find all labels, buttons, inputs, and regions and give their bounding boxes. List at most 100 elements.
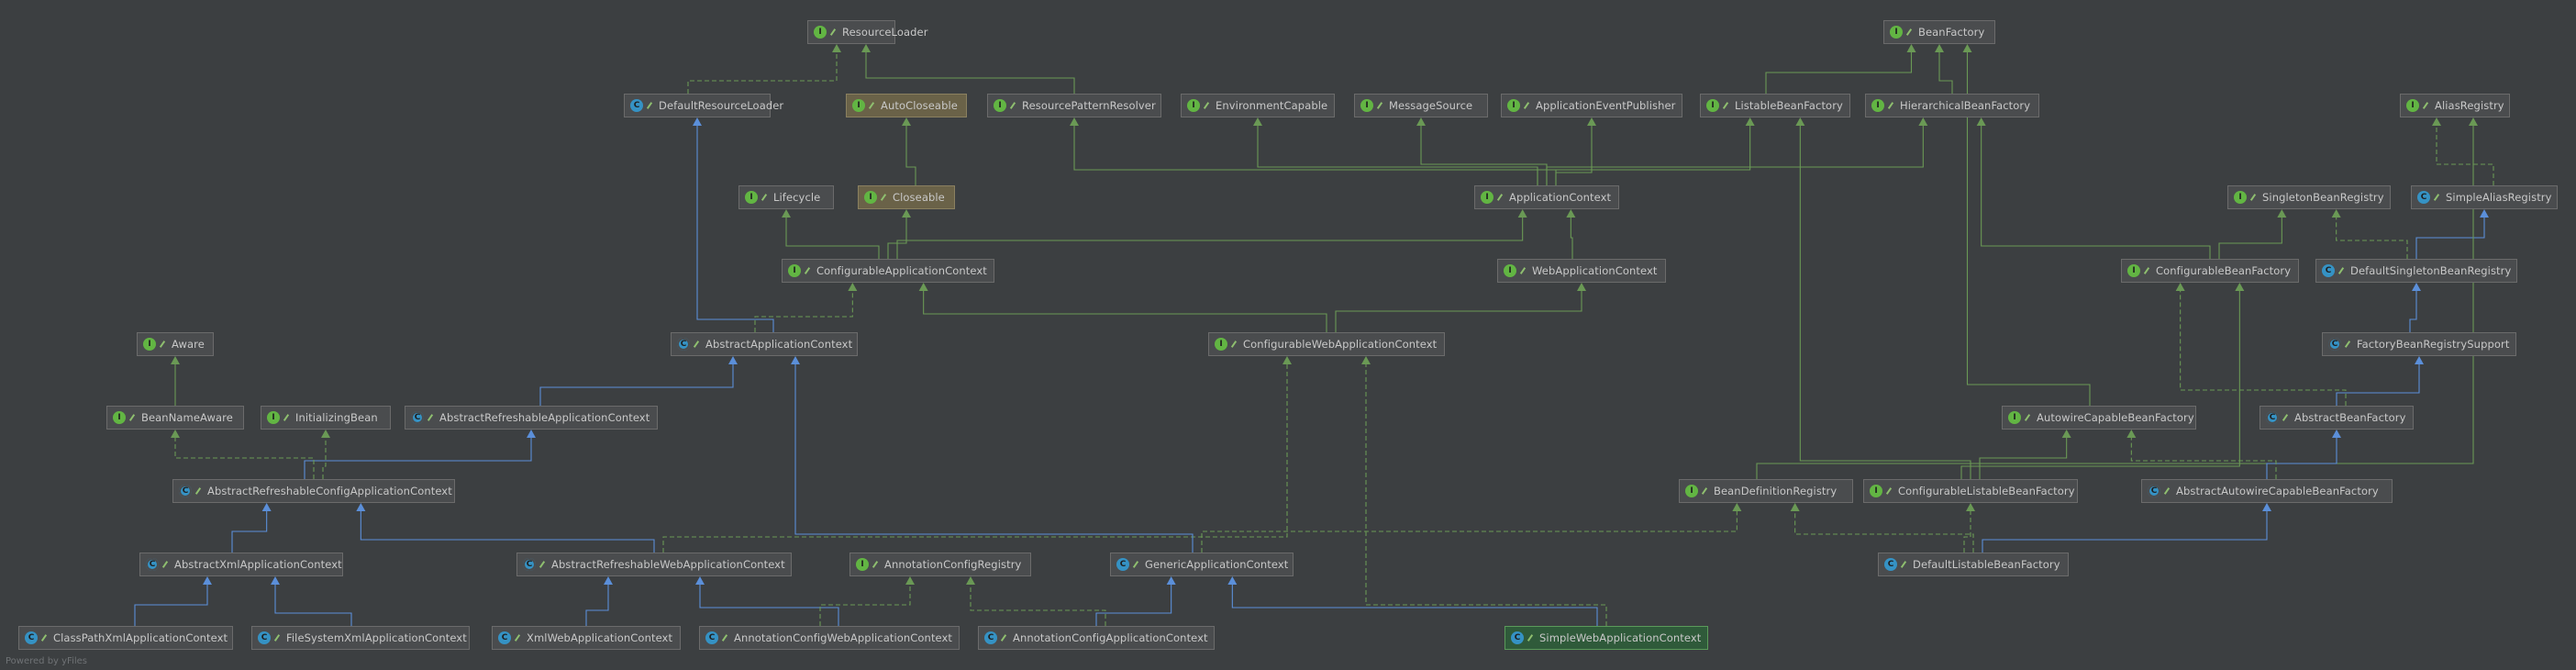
edge-default-listable-bean-factory-to-abstract-autowire-capable-bean-factory	[1982, 511, 2268, 553]
interface-icon: I	[1685, 485, 1698, 497]
abstract-class-icon: C	[179, 485, 192, 497]
abstract-class-icon: C	[2266, 411, 2279, 424]
abstract-class-icon: C	[2148, 485, 2160, 497]
public-visibility-icon	[868, 101, 875, 110]
interface-icon: I	[1360, 99, 1373, 112]
edge-abstract-xml-application-context-to-abstract-refreshable-config-application-context	[231, 511, 268, 553]
edge-web-application-context-to-application-context	[1570, 218, 1573, 259]
edge-abstract-refreshable-config-application-context-to-initializing-bean	[322, 438, 327, 479]
edge-default-listable-bean-factory-to-bean-definition-registry	[1794, 511, 1974, 553]
edge-file-system-xml-application-context-to-abstract-xml-application-context	[274, 585, 352, 626]
node-label: ResourceLoader	[842, 26, 928, 39]
public-visibility-icon	[514, 633, 521, 642]
node-label: ApplicationContext	[1509, 191, 1612, 204]
interface-icon: I	[1504, 264, 1516, 277]
interface-icon: I	[856, 558, 869, 571]
edge-abstract-bean-factory-to-factory-bean-registry-support	[2336, 364, 2420, 406]
class-icon: C	[630, 99, 643, 112]
public-visibility-icon	[194, 486, 202, 496]
public-visibility-icon	[2282, 413, 2289, 422]
node-label: AnnotationConfigApplicationContext	[1013, 631, 1208, 644]
arrowhead	[2061, 430, 2071, 438]
arrowhead	[1790, 503, 1800, 511]
arrowhead	[728, 356, 738, 364]
node-label: BeanNameAware	[141, 411, 233, 424]
node-label: SimpleWebApplicationContext	[1539, 631, 1702, 644]
arrowhead	[966, 576, 975, 585]
edge-simple-alias-registry-to-alias-registry	[2436, 126, 2494, 185]
interface-icon: I	[2406, 99, 2419, 112]
node-label: AbstractRefreshableWebApplicationContext	[551, 558, 785, 571]
edge-application-context-to-environment-capable	[1257, 126, 1538, 185]
arrowhead	[1227, 576, 1238, 585]
edge-closeable-to-auto-closeable	[905, 126, 916, 185]
interface-icon: I	[1187, 99, 1200, 112]
public-visibility-icon	[1887, 101, 1894, 110]
interface-icon: I	[1890, 26, 1903, 39]
edge-configurable-application-context-to-application-context	[896, 218, 1524, 259]
arrowhead	[1166, 576, 1176, 585]
edge-default-singleton-bean-registry-to-simple-alias-registry	[2415, 218, 2485, 259]
public-visibility-icon	[2422, 101, 2429, 110]
node-label: AnnotationConfigWebApplicationContext	[734, 631, 953, 644]
arrowhead	[2126, 430, 2137, 438]
arrowhead	[1253, 117, 1262, 126]
edge-abstract-application-context-to-configurable-application-context	[754, 291, 853, 332]
node-label: AbstractRefreshableApplicationContext	[439, 411, 650, 424]
edge-generic-application-context-to-abstract-application-context	[794, 364, 1194, 553]
public-visibility-icon	[693, 340, 700, 349]
node-label: AliasRegistry	[2435, 99, 2504, 112]
node-label: XmlWebApplicationContext	[527, 631, 673, 644]
public-visibility-icon	[1527, 633, 1534, 642]
node-abstract-autowire-capable-bean-factory[interactable]: C AbstractAutowireCapableBeanFactory	[2141, 479, 2393, 503]
node-label: AbstractAutowireCapableBeanFactory	[2176, 485, 2379, 497]
arrowhead	[2331, 209, 2341, 218]
interface-icon: I	[1507, 99, 1520, 112]
node-label: AutowireCapableBeanFactory	[2037, 411, 2194, 424]
node-alias-registry[interactable]: I AliasRegistry	[2400, 94, 2510, 117]
